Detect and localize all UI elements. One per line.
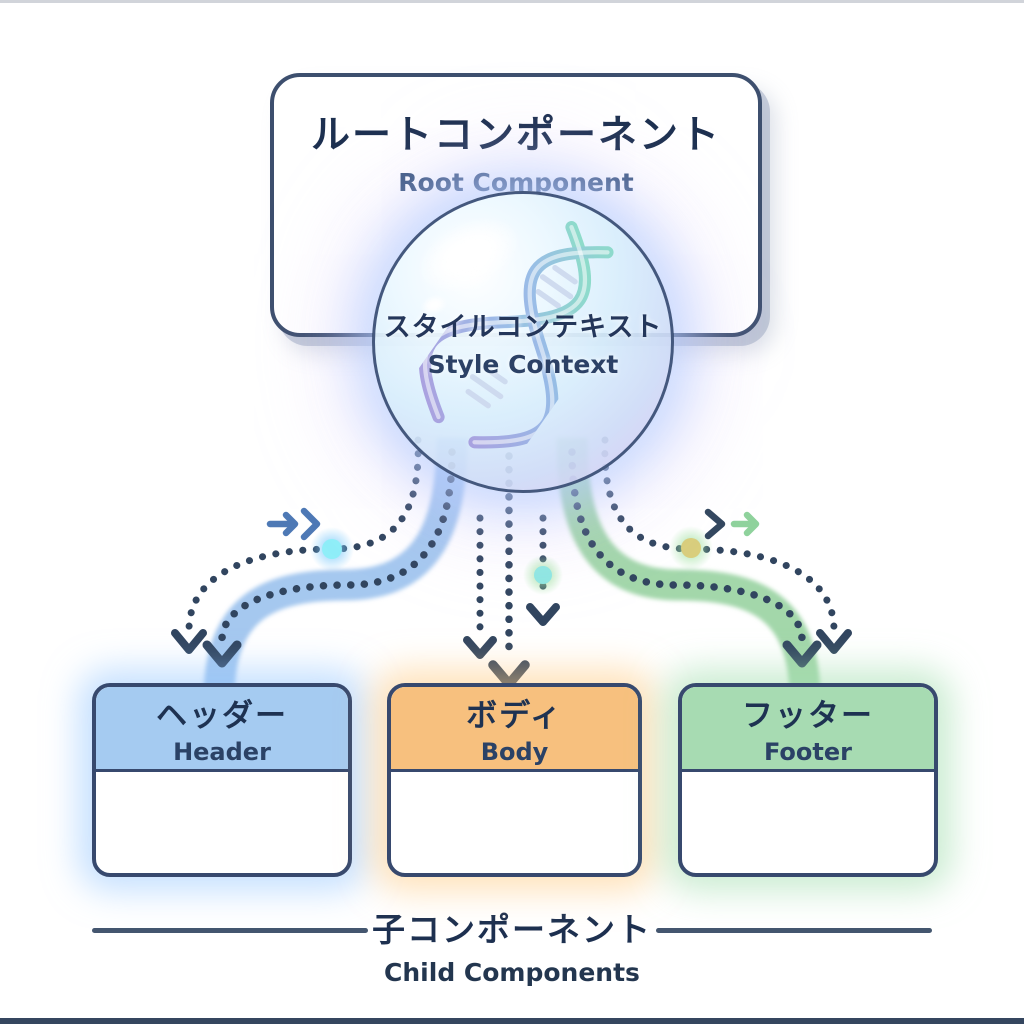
arrowhead-down-icon bbox=[816, 629, 852, 654]
style-context-node: スタイルコンテキスト Style Context bbox=[372, 191, 674, 493]
child-footer-titlebar: フッター Footer bbox=[682, 687, 934, 772]
child-header-titlebar: ヘッダー Header bbox=[96, 687, 348, 772]
dna-rungs bbox=[465, 238, 596, 409]
child-box-footer: フッター Footer bbox=[678, 683, 938, 877]
child-body-titlebar: ボディ Body bbox=[391, 687, 638, 772]
bottom-edge-bar bbox=[0, 1018, 1024, 1024]
dotted-path-footer-inner bbox=[568, 448, 806, 644]
chevron-arrow-right-icon bbox=[704, 508, 760, 540]
arrowhead-down-icon bbox=[463, 636, 497, 659]
top-edge-artifact bbox=[0, 0, 1024, 3]
caption-title-jp: 子コンポーネント bbox=[372, 910, 652, 949]
caption-title-en: Child Components bbox=[384, 958, 640, 987]
footer-title-en: Footer bbox=[764, 738, 852, 766]
header-title-en: Header bbox=[173, 738, 271, 766]
arrowhead-down-icon bbox=[526, 603, 560, 626]
context-title-jp: スタイルコンテキスト bbox=[383, 312, 663, 343]
marker-dot-teal bbox=[534, 566, 552, 584]
marker-dot-cyan bbox=[322, 539, 342, 559]
body-title-en: Body bbox=[480, 738, 549, 766]
context-title-en: Style Context bbox=[427, 350, 619, 379]
footer-title-jp: フッター bbox=[742, 698, 874, 734]
header-title-jp: ヘッダー bbox=[156, 698, 288, 734]
arrowhead-down-icon bbox=[782, 640, 822, 668]
fast-forward-chevrons-icon bbox=[266, 507, 321, 541]
child-components-caption: 子コンポーネント Child Components bbox=[0, 903, 1024, 987]
dna-icon bbox=[399, 197, 647, 473]
marker-dot-khaki bbox=[681, 538, 701, 558]
child-box-body: ボディ Body bbox=[387, 683, 642, 877]
body-title-jp: ボディ bbox=[466, 698, 563, 734]
flow-marker-dots bbox=[310, 526, 713, 595]
dna-strands bbox=[419, 221, 614, 449]
caption-divider-left bbox=[92, 928, 368, 933]
dotted-path-header-inner bbox=[218, 448, 456, 644]
root-title-jp: ルートコンポーネント bbox=[310, 113, 721, 158]
caption-divider-right bbox=[656, 928, 932, 933]
arrowhead-down-icon bbox=[202, 640, 242, 668]
arrowhead-down-icon bbox=[171, 629, 207, 654]
child-box-header: ヘッダー Header bbox=[92, 683, 352, 877]
